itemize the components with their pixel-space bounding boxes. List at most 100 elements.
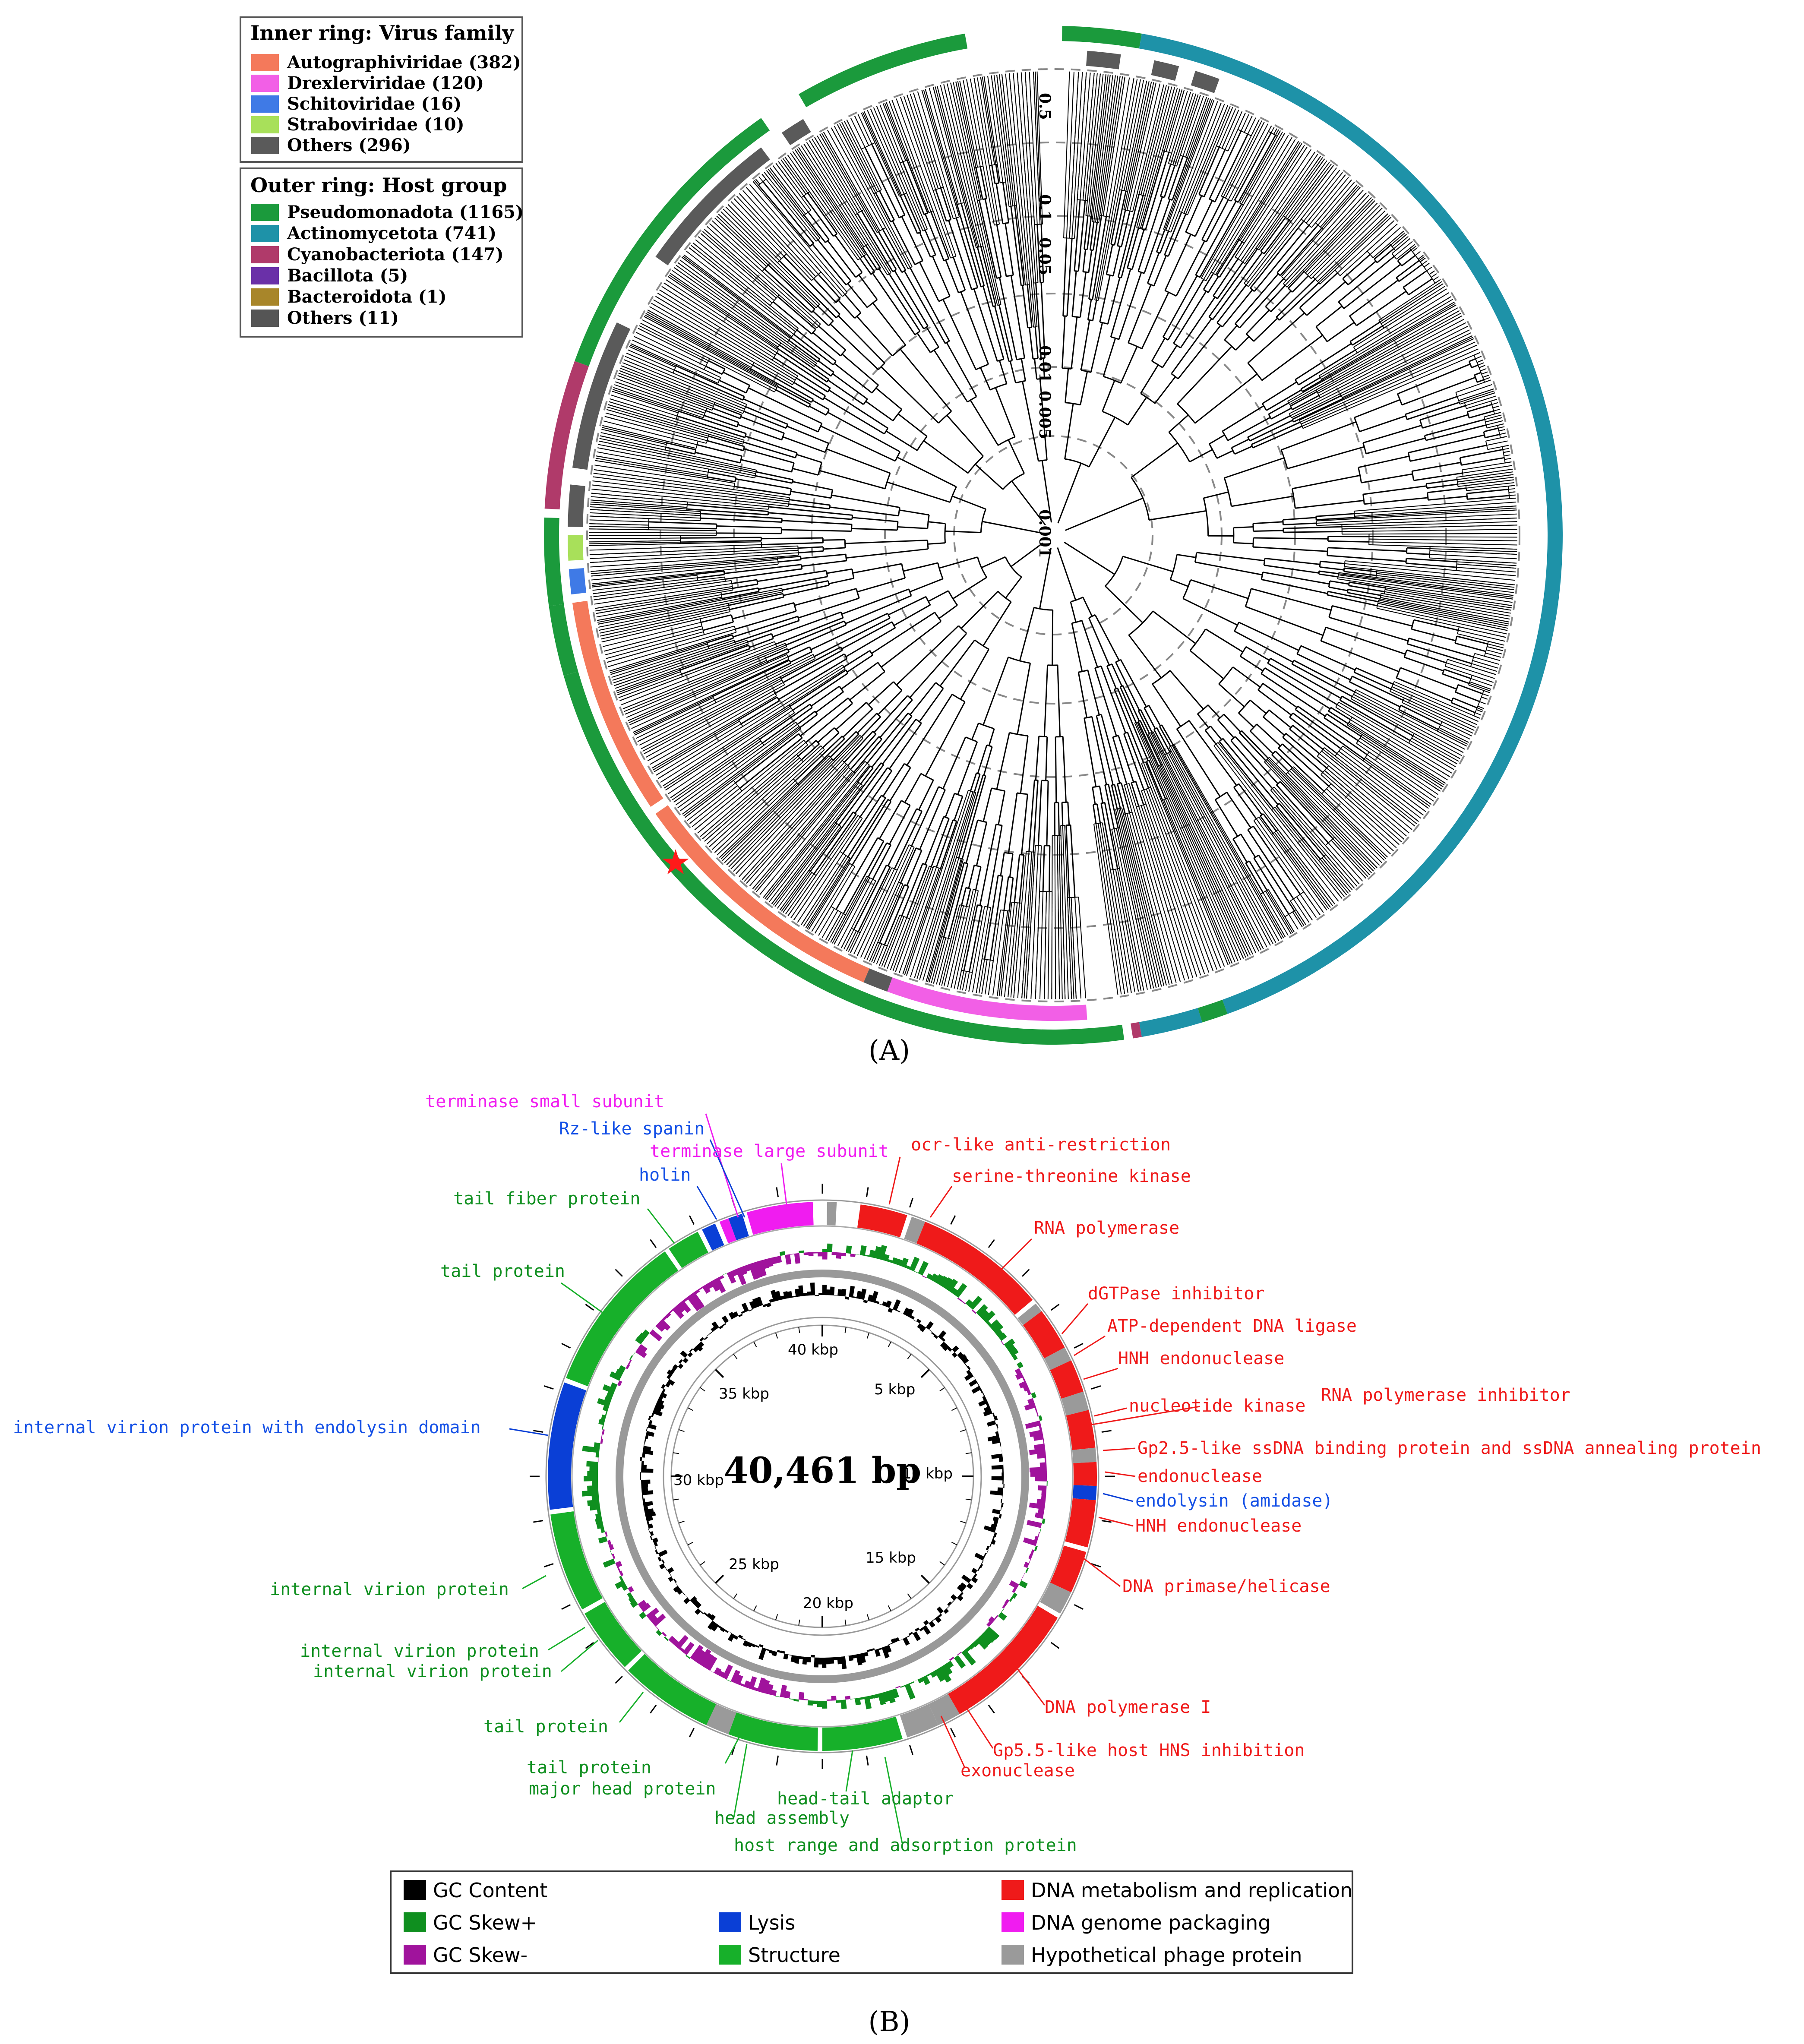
gc-skew-bar xyxy=(1039,1527,1042,1533)
gc-skew-bar xyxy=(771,1257,777,1264)
gc-skew-bar xyxy=(615,1369,624,1377)
gene-label-hnh-1: HNH endonuclease xyxy=(1118,1349,1284,1368)
gene-arc xyxy=(746,1202,814,1235)
gene-label-internal-virion-3: internal virion protein xyxy=(313,1662,552,1681)
gc-skew-bar xyxy=(635,1348,647,1358)
gc-content-bar xyxy=(992,1412,995,1417)
gc-skew-bar xyxy=(638,1600,647,1608)
gc-skew-bar xyxy=(682,1642,695,1655)
kbp-label-20: 20 kbp xyxy=(803,1595,853,1612)
gc-skew-bar xyxy=(1018,1381,1028,1389)
gc-skew-bar xyxy=(1046,1481,1048,1486)
legend-outer-item: Bacillota (5) xyxy=(287,265,408,286)
genome-tick xyxy=(650,1239,657,1248)
gc-skew-bar xyxy=(1014,1360,1017,1365)
legend-swatch xyxy=(251,288,279,306)
gc-skew-bar xyxy=(652,1614,666,1627)
gc-content-bar xyxy=(810,1283,815,1295)
gc-content-bar xyxy=(848,1655,854,1661)
gc-content-bar xyxy=(704,1612,708,1616)
gene-arc xyxy=(728,1213,749,1241)
gc-content-bar xyxy=(837,1656,842,1665)
tree-branches xyxy=(589,71,1517,999)
gene-arc xyxy=(857,1204,907,1238)
gc-skew-bar xyxy=(1035,1476,1047,1482)
gc-skew-bar xyxy=(1030,1472,1047,1477)
gc-content-bar xyxy=(874,1649,881,1657)
gc-content-bar xyxy=(646,1431,655,1437)
gc-content-bar xyxy=(999,1442,1002,1447)
gc-content-bar xyxy=(940,1341,947,1349)
gc-content-bar xyxy=(993,1532,997,1537)
legend-b-item: Structure xyxy=(748,1943,840,1967)
gc-skew-bar xyxy=(753,1261,763,1278)
genome-tick xyxy=(1051,1304,1060,1311)
gc-skew-bar xyxy=(938,1666,952,1683)
gc-content-bar xyxy=(822,1292,827,1295)
gc-skew-bar xyxy=(859,1696,865,1700)
inner-ring-segment xyxy=(655,805,870,983)
kbp-label-30: 30 kbp xyxy=(673,1472,724,1489)
inner-ring-segment xyxy=(887,977,1087,1021)
gc-skew-bar xyxy=(1020,1576,1024,1581)
legend-b-swatch xyxy=(1002,1880,1024,1900)
gc-skew-bar xyxy=(701,1653,714,1668)
gc-skew-bar xyxy=(602,1384,616,1394)
gc-content-bar xyxy=(648,1528,650,1533)
gc-skew-bar xyxy=(722,1273,727,1276)
kbp-tick xyxy=(678,1520,685,1524)
gc-content-bar xyxy=(983,1553,987,1557)
gc-content-bar xyxy=(976,1382,980,1387)
gc-content-bar xyxy=(798,1285,804,1297)
gc-skew-bar xyxy=(803,1252,809,1255)
gc-skew-bar xyxy=(587,1499,600,1506)
scale-circle xyxy=(733,215,1374,856)
gc-content-bar xyxy=(922,1625,931,1635)
gc-skew-bar xyxy=(638,1344,648,1353)
gene-arc xyxy=(1017,1303,1042,1325)
gene-arc xyxy=(822,1716,903,1751)
genome-tick xyxy=(1091,1385,1101,1390)
gc-skew-bar xyxy=(989,1319,1000,1330)
gc-content-bar xyxy=(946,1606,950,1609)
gc-skew-bar xyxy=(1023,1572,1026,1577)
gc-content-bar xyxy=(783,1653,789,1660)
gc-content-bar xyxy=(818,1657,822,1665)
gc-content-bar xyxy=(979,1389,983,1393)
gc-skew-bar xyxy=(612,1553,616,1559)
gene-arc xyxy=(1050,1360,1084,1399)
gc-skew-bar xyxy=(798,1692,804,1700)
gc-skew-bar xyxy=(598,1418,605,1425)
gc-content-bar xyxy=(680,1350,688,1358)
gc-skew-bar xyxy=(658,1319,671,1331)
gc-skew-bar xyxy=(904,1683,916,1700)
legend-b-item: DNA metabolism and replication xyxy=(1031,1879,1352,1902)
legend-swatch xyxy=(251,137,279,154)
gc-skew-bar xyxy=(986,1321,992,1327)
gc-content-bar xyxy=(755,1645,759,1648)
gc-skew-bar xyxy=(640,1602,651,1612)
gc-content-bar xyxy=(667,1567,674,1574)
gc-content-bar xyxy=(669,1573,672,1577)
gc-content-bar xyxy=(758,1647,767,1660)
gc-content-bar xyxy=(699,1337,705,1342)
gc-skew-bar xyxy=(954,1655,966,1669)
gc-content-bar xyxy=(943,1608,949,1614)
gc-skew-bar xyxy=(855,1254,860,1255)
gc-content-bar xyxy=(654,1542,658,1547)
gc-content-bar xyxy=(695,1344,703,1352)
gc-skew-bar xyxy=(827,1243,833,1252)
gene-arc xyxy=(584,1602,642,1667)
gc-content-bar xyxy=(690,1596,697,1603)
gc-skew-bar xyxy=(1041,1490,1046,1496)
gene-label-hnh-2: HNH endonuclease xyxy=(1135,1516,1302,1536)
leader-line xyxy=(780,1163,787,1205)
kbp-label-40: 40 kbp xyxy=(788,1341,838,1358)
gc-content-bar xyxy=(706,1613,712,1619)
leader-line xyxy=(522,1575,547,1589)
inner-ring-segment xyxy=(572,600,663,807)
gene-label-internal-virion-endolysin: internal virion protein with endolysin d… xyxy=(13,1418,481,1437)
legend-swatch xyxy=(251,75,279,92)
scale-circle xyxy=(811,293,1296,778)
gc-content-bar xyxy=(652,1537,659,1543)
